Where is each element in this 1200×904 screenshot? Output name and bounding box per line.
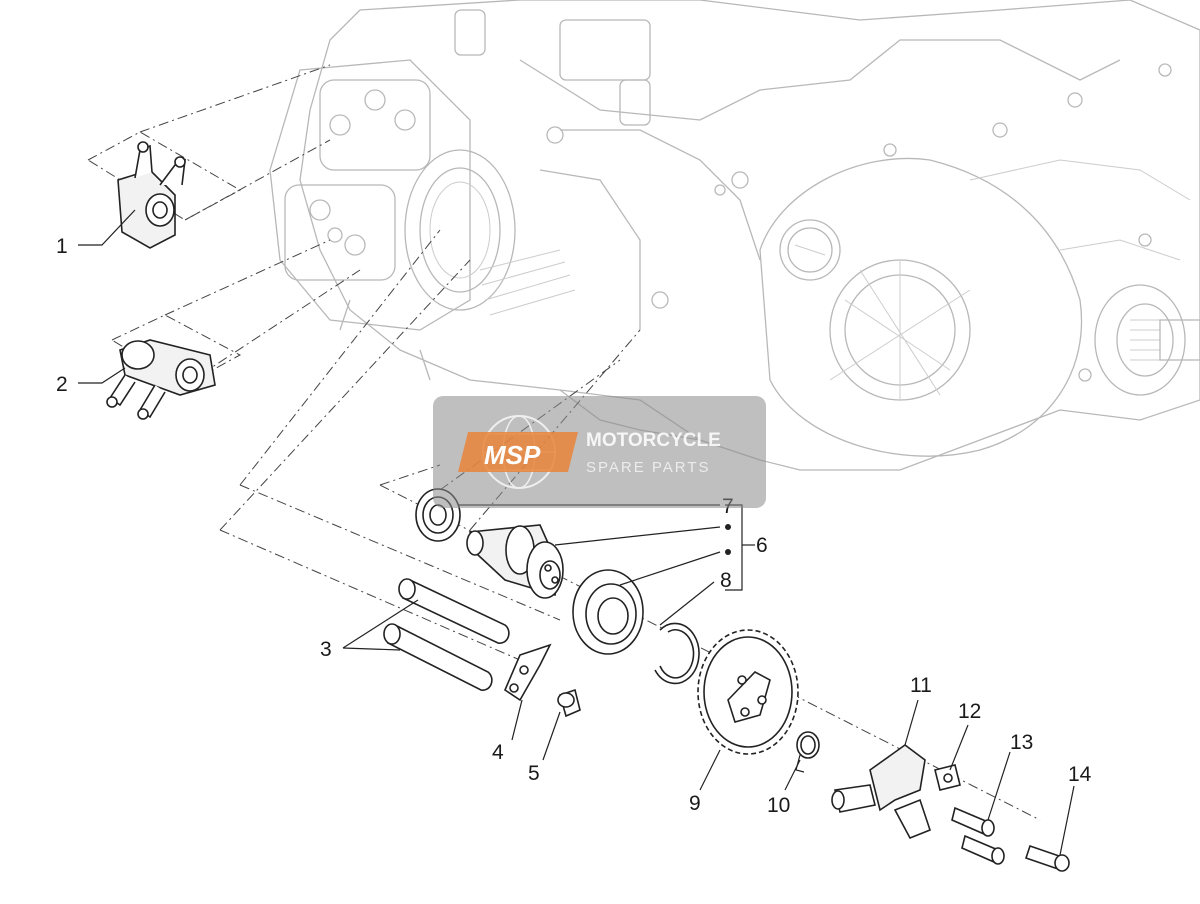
part-3-rocker-shafts xyxy=(383,578,510,692)
leader-dots xyxy=(725,524,731,555)
callout-13: 13 xyxy=(1010,731,1033,754)
part-5-screw xyxy=(557,688,581,718)
part-2-rocker-arm xyxy=(106,339,216,420)
callout-6: 6 xyxy=(756,534,768,557)
callout-9: 9 xyxy=(689,792,701,815)
watermark-logo-text: MSP xyxy=(484,440,541,470)
callout-2: 2 xyxy=(56,373,68,396)
callout-1: 1 xyxy=(56,235,68,258)
part-6-camshaft xyxy=(466,524,564,599)
callout-10: 10 xyxy=(767,794,790,817)
callout-8: 8 xyxy=(720,569,732,592)
part-9-sprocket xyxy=(697,629,799,755)
part-1-rocker-arm xyxy=(117,141,186,249)
callout-11: 11 xyxy=(910,674,932,697)
callout-labels: 1 2 3 4 5 6 7 8 9 10 11 12 13 14 xyxy=(56,235,1092,817)
part-13-screws xyxy=(951,806,1005,865)
watermark: MSP MOTORCYCLE SPARE PARTS xyxy=(433,396,766,508)
part-14-bolt xyxy=(1024,844,1070,872)
watermark-line-1: MOTORCYCLE xyxy=(586,430,721,451)
watermark-line-2: SPARE PARTS xyxy=(586,459,711,476)
part-11-decompressor xyxy=(831,744,931,840)
circlip xyxy=(654,622,700,685)
watermark-backdrop xyxy=(433,396,766,508)
part-10-spring xyxy=(795,731,820,773)
part-8-bearing xyxy=(572,569,644,655)
callout-12: 12 xyxy=(958,700,981,723)
callout-4: 4 xyxy=(492,741,504,764)
leader-lines xyxy=(78,209,1075,856)
callout-14: 14 xyxy=(1068,763,1092,786)
watermark-logo-shape xyxy=(458,432,578,472)
callout-5: 5 xyxy=(528,762,540,785)
callout-3: 3 xyxy=(320,638,332,661)
part-12-bracket xyxy=(934,764,961,791)
part-4-plate xyxy=(504,643,552,702)
